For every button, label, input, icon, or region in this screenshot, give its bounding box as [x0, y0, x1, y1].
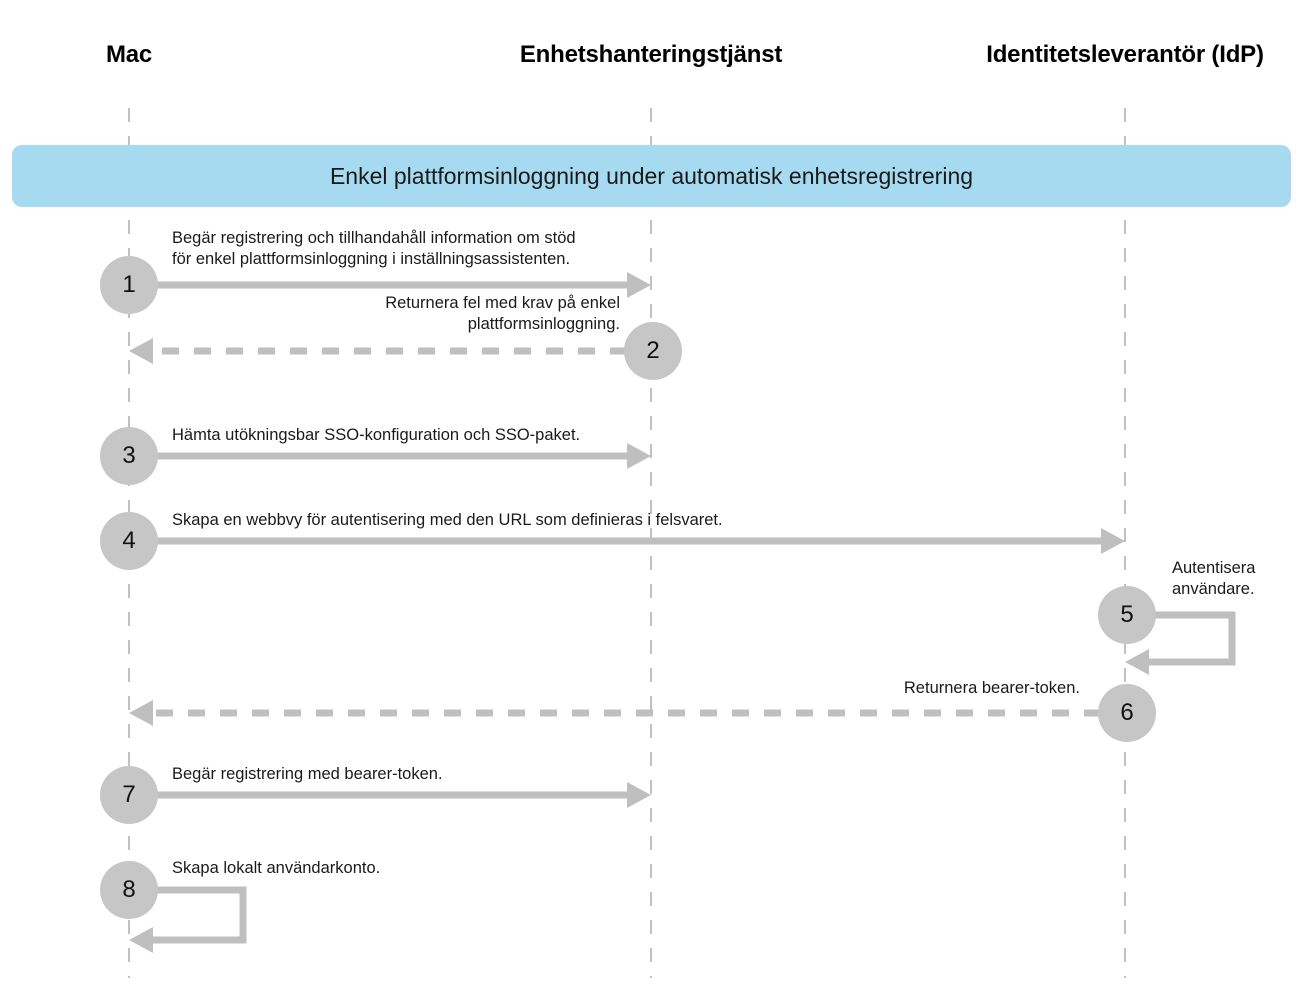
step-number: 6 — [1120, 699, 1134, 726]
phase-banner: Enkel plattformsinloggning under automat… — [12, 145, 1291, 207]
step-number: 1 — [122, 271, 136, 298]
lane-header-idp: Identitetsleverantör (IdP) — [986, 41, 1264, 68]
step-label-1: Begär registrering och tillhandahåll inf… — [172, 229, 576, 268]
step-label-6: Returnera bearer-token. — [903, 679, 1080, 697]
step-number: 2 — [646, 337, 660, 364]
step-number: 3 — [122, 442, 136, 469]
step-number: 5 — [1120, 601, 1134, 628]
step-label-5: Autentisera användare. — [1172, 559, 1256, 598]
step-badge-6: 6 — [1098, 684, 1156, 742]
step-badge-2: 2 — [624, 322, 682, 380]
arrowhead-step-7 — [627, 782, 651, 808]
step-label-4: Skapa en webbvy för autentisering med de… — [172, 511, 723, 529]
step-badge-4: 4 — [100, 512, 158, 570]
step-number: 7 — [122, 781, 136, 808]
step-label-2: Returnera fel med krav på enkel plattfor… — [385, 294, 620, 333]
self-loop-step-8 — [153, 886, 247, 944]
step-badge-1: 1 — [100, 256, 158, 314]
lane-header-mac: Mac — [105, 41, 153, 68]
step-number: 4 — [122, 527, 136, 554]
phase-banner-label: Enkel plattformsinloggning under automat… — [329, 162, 974, 189]
step-label-3: Hämta utökningsbar SSO-konfiguration och… — [172, 426, 581, 444]
step-badge-5: 5 — [1098, 586, 1156, 644]
step-badge-3: 3 — [100, 427, 158, 485]
lane-header-mdm: Enhetshanteringstjänst — [519, 41, 783, 68]
step-badge-7: 7 — [100, 766, 158, 824]
arrowhead-step-6 — [129, 700, 153, 726]
arrowhead-step-2 — [129, 338, 153, 364]
step-number: 8 — [122, 876, 136, 903]
arrowhead-step-3 — [627, 443, 651, 469]
arrowhead-step-4 — [1101, 528, 1125, 554]
arrowhead-step-5 — [1125, 649, 1149, 675]
arrowhead-step-1 — [627, 272, 651, 298]
step-label-8: Skapa lokalt användarkonto. — [172, 859, 381, 877]
arrowhead-step-8 — [129, 927, 153, 953]
step-label-7: Begär registrering med bearer-token. — [172, 765, 443, 783]
arrows-group — [129, 272, 1236, 953]
step-badge-8: 8 — [100, 861, 158, 919]
lifelines-group — [128, 108, 1126, 978]
self-loop-step-5 — [1149, 611, 1236, 666]
